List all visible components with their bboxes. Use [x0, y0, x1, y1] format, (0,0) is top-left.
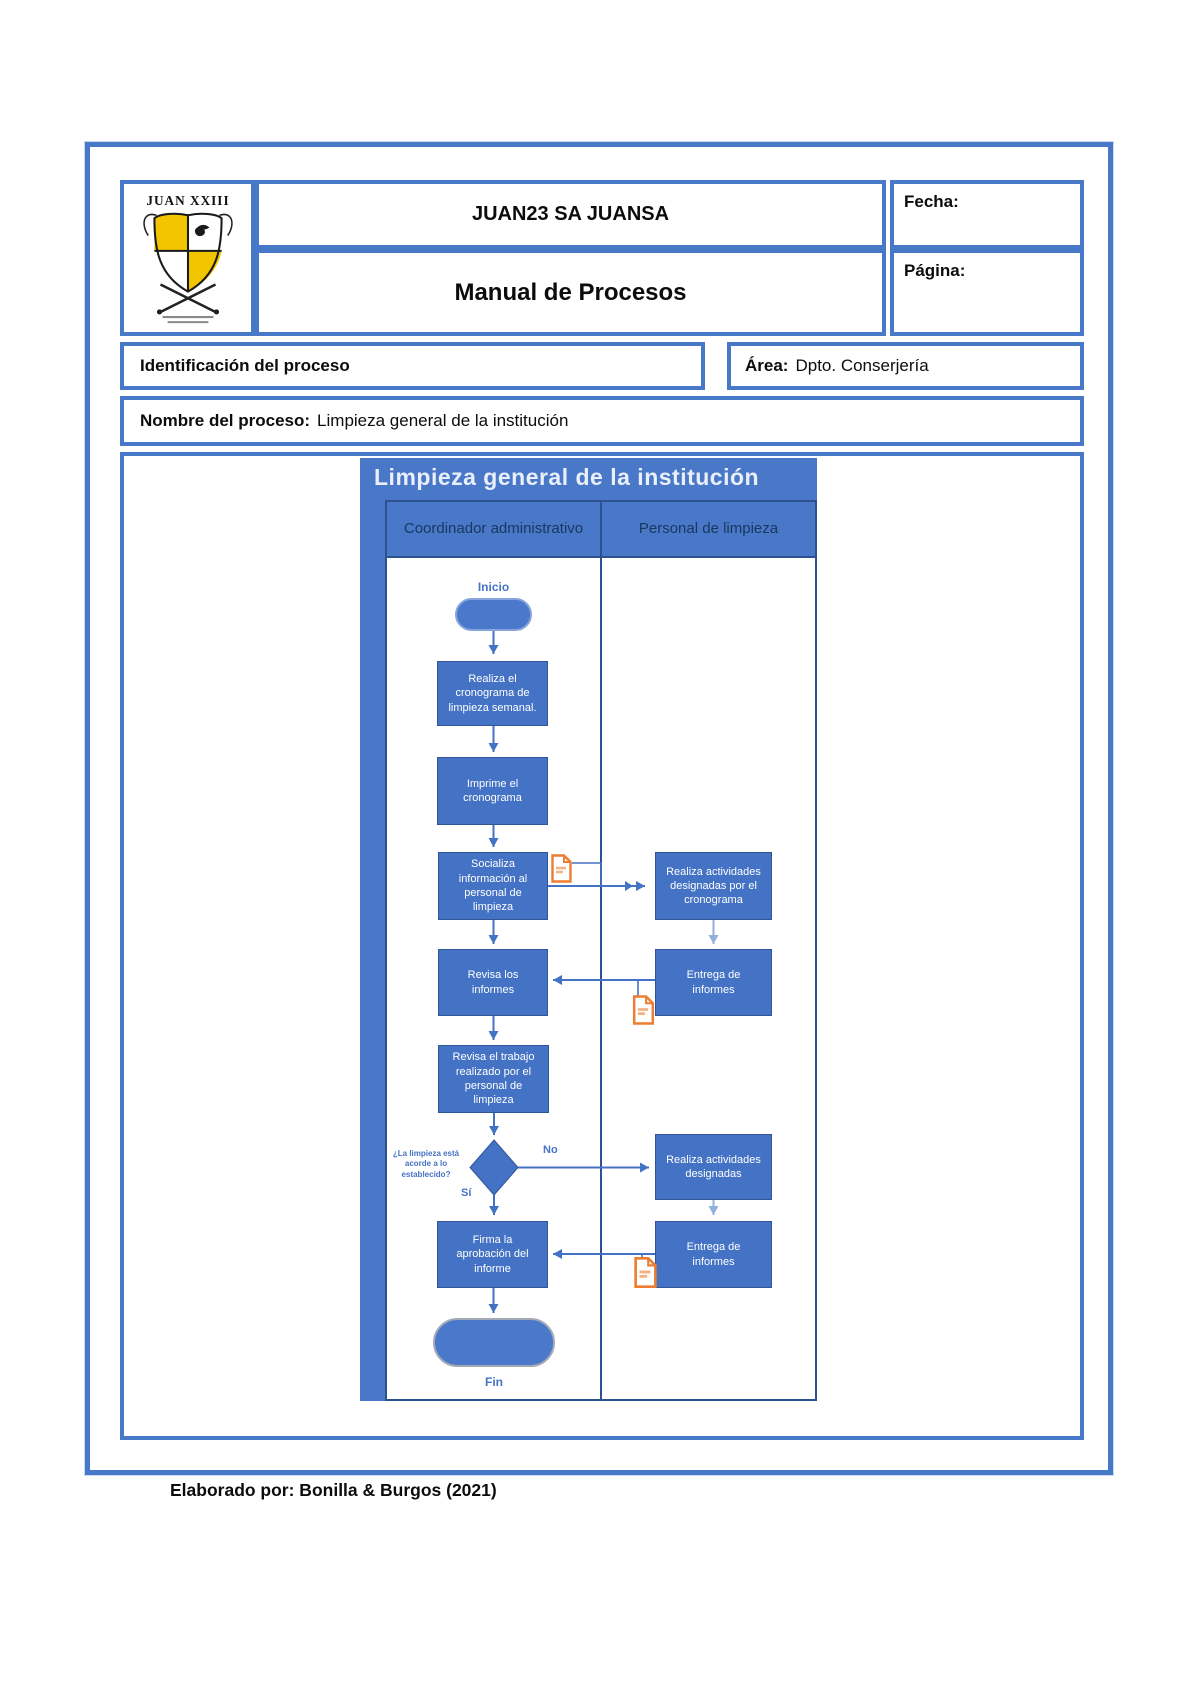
area-cell: Área: Dpto. Conserjería: [727, 342, 1084, 390]
document-icon: [634, 1256, 657, 1289]
step-imprime-cronograma: Imprime el cronograma: [437, 757, 548, 825]
logo-cell: JUAN XXIII: [120, 180, 255, 336]
step-entrega-informes-2: Entrega de informes: [655, 1221, 772, 1288]
nombre-proceso-value: Limpieza general de la institución: [317, 411, 569, 430]
end-terminator: [433, 1318, 555, 1367]
step-firma-aprobacion: Firma la aprobación del informe: [437, 1221, 548, 1288]
fecha-label: Fecha:: [904, 192, 959, 211]
decision-question-label: ¿La limpieza está acorde a lo establecid…: [392, 1149, 460, 1179]
pagina-label: Página:: [904, 261, 966, 280]
elaborado-por-note: Elaborado por: Bonilla & Burgos (2021): [170, 1480, 497, 1500]
step-socializa-informacion: Socializa información al personal de lim…: [438, 852, 548, 920]
end-label: Fin: [485, 1375, 503, 1389]
company-name: JUAN23 SA JUANSA: [471, 203, 670, 225]
document-icon: [551, 854, 572, 883]
doc-title-cell: Manual de Procesos: [255, 249, 886, 336]
lane-header-personal: Personal de limpieza: [602, 502, 815, 558]
start-terminator: [455, 598, 532, 631]
diagram-content-box: Limpieza general de la institución Coord…: [120, 452, 1084, 1440]
decision-yes-label: Sí: [461, 1187, 472, 1199]
step-realiza-cronograma: Realiza el cronograma de limpieza semana…: [437, 661, 548, 726]
document-icon: [632, 995, 655, 1025]
identificacion-label: Identificación del proceso: [140, 356, 350, 375]
decision-no-label: No: [543, 1144, 558, 1156]
company-name-cell: JUAN23 SA JUANSA: [255, 180, 886, 249]
doc-title: Manual de Procesos: [454, 278, 687, 306]
logo-text: JUAN XXIII: [146, 193, 229, 208]
area-label: Área:: [745, 356, 789, 375]
outer-frame: [85, 142, 1113, 1475]
flowchart-title: Limpieza general de la institución: [374, 464, 760, 490]
step-revisa-trabajo: Revisa el trabajo realizado por el perso…: [438, 1045, 549, 1113]
nombre-proceso-label: Nombre del proceso:: [140, 411, 311, 430]
step-revisa-informes: Revisa los informes: [438, 949, 548, 1016]
juan-xxiii-logo: JUAN XXIII: [142, 193, 233, 324]
flowchart: Limpieza general de la institución Coord…: [360, 458, 817, 1401]
start-label: Inicio: [477, 580, 510, 594]
step-realiza-actividades-designadas: Realiza actividades designadas: [655, 1134, 772, 1200]
pagina-field: Página:: [890, 249, 1084, 336]
fecha-field: Fecha:: [890, 180, 1084, 249]
area-value: Dpto. Conserjería: [795, 356, 929, 375]
nombre-proceso-cell: Nombre del proceso: Limpieza general de …: [120, 396, 1084, 446]
eagle-icon: [194, 224, 209, 237]
step-entrega-informes-1: Entrega de informes: [655, 949, 772, 1016]
lane-header-coordinador: Coordinador administrativo: [387, 502, 602, 558]
identificacion-cell: Identificación del proceso: [120, 342, 705, 390]
step-realiza-actividades-cronograma: Realiza actividades designadas por el cr…: [655, 852, 772, 920]
